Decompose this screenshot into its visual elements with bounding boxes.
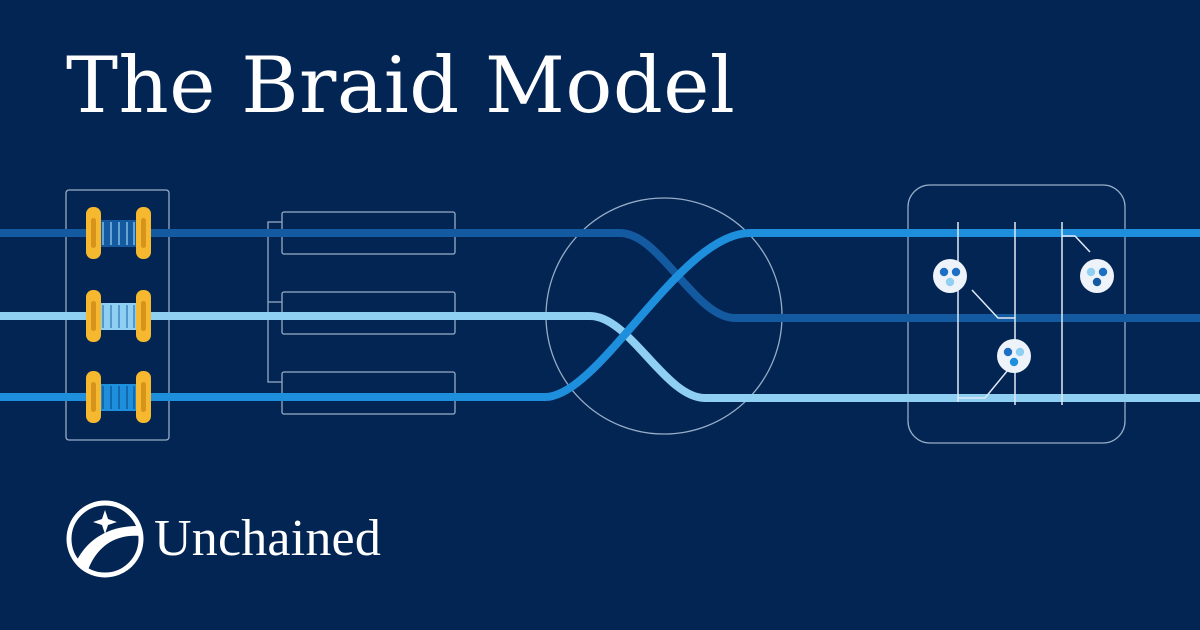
keyholder-circle-icon (1080, 259, 1114, 293)
page-title: The Braid Model (66, 41, 736, 131)
brand-name: Unchained (154, 510, 382, 567)
keyholder-circle-icon (933, 259, 967, 293)
spool-icon (86, 290, 151, 342)
spool-icon (86, 207, 151, 259)
spool-icon (86, 371, 151, 423)
spool-top (86, 207, 151, 259)
keyholder-circle-left (933, 259, 967, 293)
strand-mid (0, 229, 1200, 401)
vault-box-bracket (267, 221, 282, 383)
strand-dark (0, 229, 1200, 322)
strand-light (0, 312, 1200, 402)
keyholder-connector-3 (958, 369, 1009, 399)
keyholder-circle-icon (997, 339, 1031, 373)
keyholder-connector-2 (1062, 235, 1091, 253)
unchained-logo-icon (66, 500, 144, 578)
keyholder-circle-right (1080, 259, 1114, 293)
spool-bottom (86, 371, 151, 423)
brand-lockup: Unchained (66, 500, 381, 578)
keyholder-circle-bottom (997, 339, 1031, 373)
spool-middle (86, 290, 151, 342)
keyholder-connector-1 (971, 289, 1015, 319)
